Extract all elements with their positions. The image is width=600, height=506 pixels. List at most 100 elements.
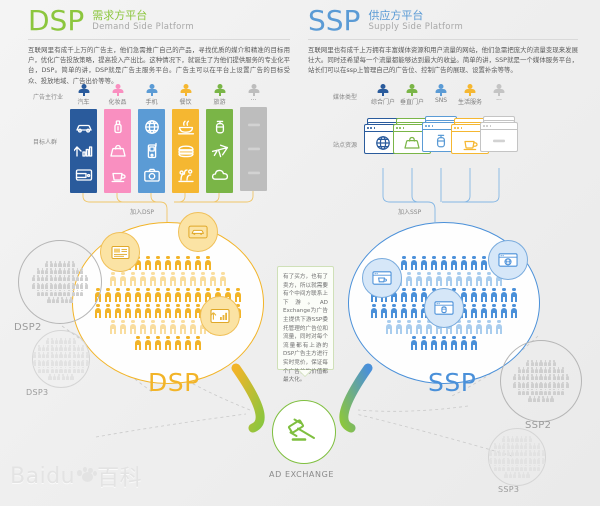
ssp2-people	[501, 341, 581, 421]
person-icon	[46, 352, 50, 359]
person-icon	[502, 464, 506, 471]
person-icon	[80, 275, 84, 282]
industry-column-label: 餐饮	[179, 99, 192, 106]
bubble-chart-icon[interactable]	[200, 296, 240, 336]
site-column-label: 生活服务	[457, 99, 482, 106]
industry-icon-bar[interactable]	[104, 109, 131, 193]
person-icon	[144, 288, 152, 302]
person-icon	[537, 395, 541, 402]
person-icon	[84, 282, 88, 289]
person-icon	[539, 367, 543, 374]
person-icon	[234, 288, 242, 302]
person-icon	[114, 304, 122, 318]
person-icon	[535, 388, 539, 395]
person-icon	[63, 338, 67, 345]
person-icon	[548, 381, 552, 388]
person-icon	[415, 272, 423, 286]
person-icon	[385, 320, 393, 334]
person-icon	[37, 345, 41, 352]
person-icon	[526, 381, 530, 388]
person-icon	[194, 304, 202, 318]
person-icon	[410, 288, 418, 302]
people-row	[400, 256, 488, 270]
industry-column-label: ···	[250, 97, 257, 104]
person-icon	[390, 304, 398, 318]
industry-icon-bar[interactable]	[240, 107, 267, 191]
industry-icon-bar[interactable]	[172, 109, 199, 193]
person-icon	[45, 289, 49, 296]
person-icon	[552, 388, 556, 395]
divider	[28, 39, 290, 40]
label-target-audience: 目标人群	[33, 139, 58, 146]
person-icon	[36, 275, 40, 282]
person-icon	[41, 352, 46, 359]
person-icon	[528, 395, 532, 402]
phone-icon	[142, 141, 162, 161]
person-icon	[154, 256, 162, 270]
people-row	[517, 388, 565, 395]
person-icon	[54, 275, 58, 282]
bubble-lantern-window-icon[interactable]	[424, 288, 464, 328]
ssp-title-en: Supply Side Platform	[368, 22, 464, 32]
dsp3-circle[interactable]	[32, 330, 90, 388]
person-icon	[179, 272, 187, 286]
dsp3-label: DSP3	[26, 388, 49, 397]
bubble-globe-window-icon[interactable]	[488, 240, 528, 280]
person-icon	[72, 338, 76, 345]
site-column-5[interactable]: ···	[480, 84, 518, 152]
person-icon	[545, 395, 550, 402]
person-icon	[532, 395, 537, 402]
bubble-news-icon[interactable]	[100, 232, 140, 272]
person-pin-icon	[214, 84, 225, 96]
people-row	[526, 360, 556, 367]
baidu-watermark: Baidu 百科	[10, 460, 142, 492]
industry-icon-bar[interactable]	[138, 109, 165, 193]
person-icon	[524, 464, 528, 471]
blank-icon	[244, 139, 264, 159]
ssp3-circle[interactable]	[488, 428, 546, 486]
person-icon	[72, 359, 76, 366]
person-icon	[515, 457, 519, 464]
person-icon	[164, 288, 172, 302]
person-icon	[430, 256, 438, 270]
person-icon	[528, 457, 532, 464]
ssp3-people	[489, 429, 545, 485]
person-icon	[530, 360, 534, 367]
industry-column-4[interactable]: 餐饮	[172, 84, 199, 193]
industry-column-2[interactable]: 化妆品	[104, 84, 131, 193]
person-icon	[58, 289, 62, 296]
person-icon	[154, 288, 162, 302]
industry-column-6[interactable]: ···	[240, 84, 267, 191]
person-icon	[94, 304, 102, 318]
person-icon	[109, 320, 117, 334]
industry-column-3[interactable]: 手机	[138, 84, 165, 193]
browser-window-icon[interactable]	[480, 116, 518, 152]
label-media-type: 媒体类型	[333, 94, 358, 101]
person-icon	[46, 366, 50, 373]
person-icon	[513, 374, 517, 381]
person-icon	[565, 381, 569, 388]
person-pin-icon	[493, 84, 505, 96]
person-icon	[45, 268, 49, 275]
bubble-cup-window-icon[interactable]	[362, 258, 402, 298]
person-icon	[510, 288, 518, 302]
person-icon	[50, 352, 54, 359]
person-icon	[400, 256, 408, 270]
ssp-acronym: SSP	[308, 4, 361, 37]
industry-icon-bar[interactable]	[70, 109, 97, 193]
ssp2-circle[interactable]	[500, 340, 582, 422]
center-note-text: 有了买方，也有了卖方，所以就需要有个中间方联系上下游。AD Exchange为广…	[283, 274, 328, 384]
person-icon	[530, 367, 534, 374]
person-icon	[219, 272, 227, 286]
bubble-car-icon[interactable]	[178, 212, 218, 252]
industry-column-1[interactable]: 汽车	[70, 84, 97, 193]
industry-column-5[interactable]: 旅游	[206, 84, 233, 193]
person-icon	[537, 457, 541, 464]
industry-icon-bar[interactable]	[206, 109, 233, 193]
person-icon	[475, 320, 483, 334]
dsp2-circle[interactable]	[18, 240, 102, 324]
ad-exchange-circle[interactable]	[272, 400, 336, 464]
person-icon	[144, 336, 152, 350]
person-icon	[532, 443, 537, 450]
person-icon	[57, 373, 61, 380]
